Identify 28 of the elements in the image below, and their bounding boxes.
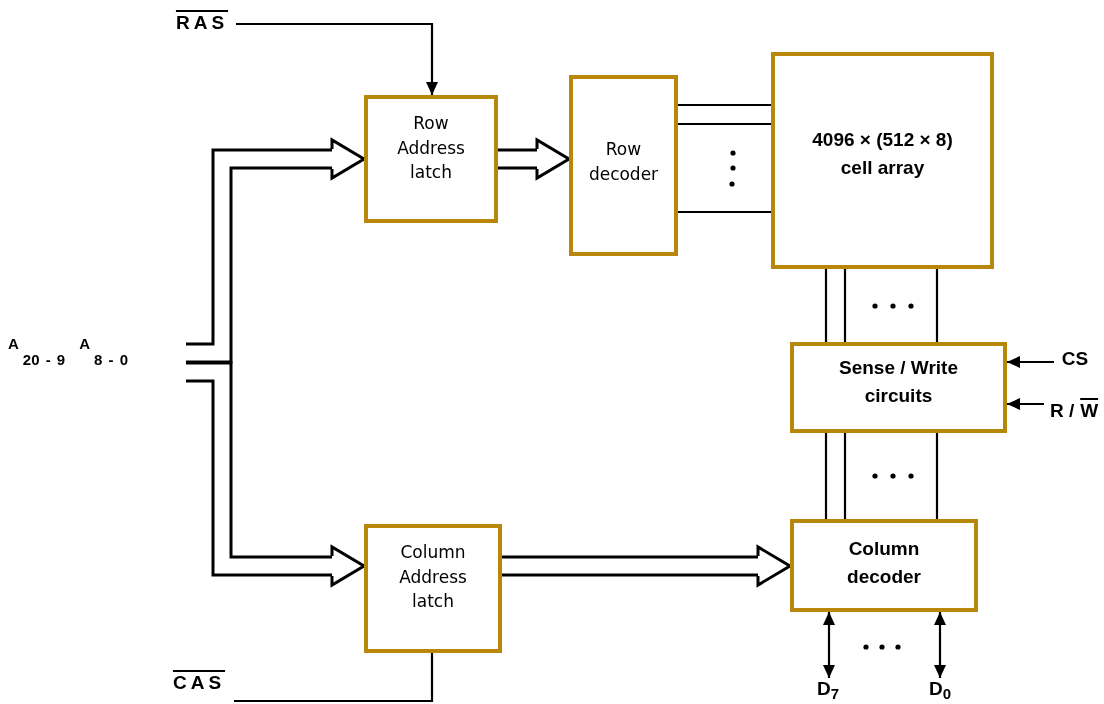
signal-label: D$_{0}$ (928, 678, 952, 703)
latch-box (569, 75, 678, 256)
signal-label: W (1080, 400, 1099, 423)
block-label: Column Address latch (398, 541, 468, 614)
arrow (934, 612, 946, 678)
signal-line (676, 103, 773, 214)
circuit-block (790, 519, 978, 612)
latch-box (364, 524, 502, 653)
block-label: Row decoder (587, 138, 660, 186)
arrow (823, 612, 835, 678)
latch-box (364, 95, 498, 223)
arrow (1007, 398, 1044, 410)
block-label: 4096 × (512 × 8) cell array (811, 128, 954, 180)
arrow (1007, 356, 1054, 368)
signal-label: RAS (175, 12, 229, 35)
signal-line (824, 267, 939, 344)
signal-label: CAS (172, 672, 226, 695)
block-label: Column decoder (846, 537, 922, 589)
circuit-block (771, 52, 994, 269)
block-label: Row Address latch (396, 112, 466, 185)
signal-label: D$_{7}$ (816, 678, 840, 703)
signal-label: R / (1049, 400, 1075, 423)
signal-label: CS (1061, 348, 1089, 371)
signal-line (824, 431, 939, 521)
block-label: Sense / Write circuits (838, 356, 959, 408)
arrow (236, 22, 438, 95)
signal-line (234, 653, 434, 703)
circuit-block (790, 342, 1007, 433)
